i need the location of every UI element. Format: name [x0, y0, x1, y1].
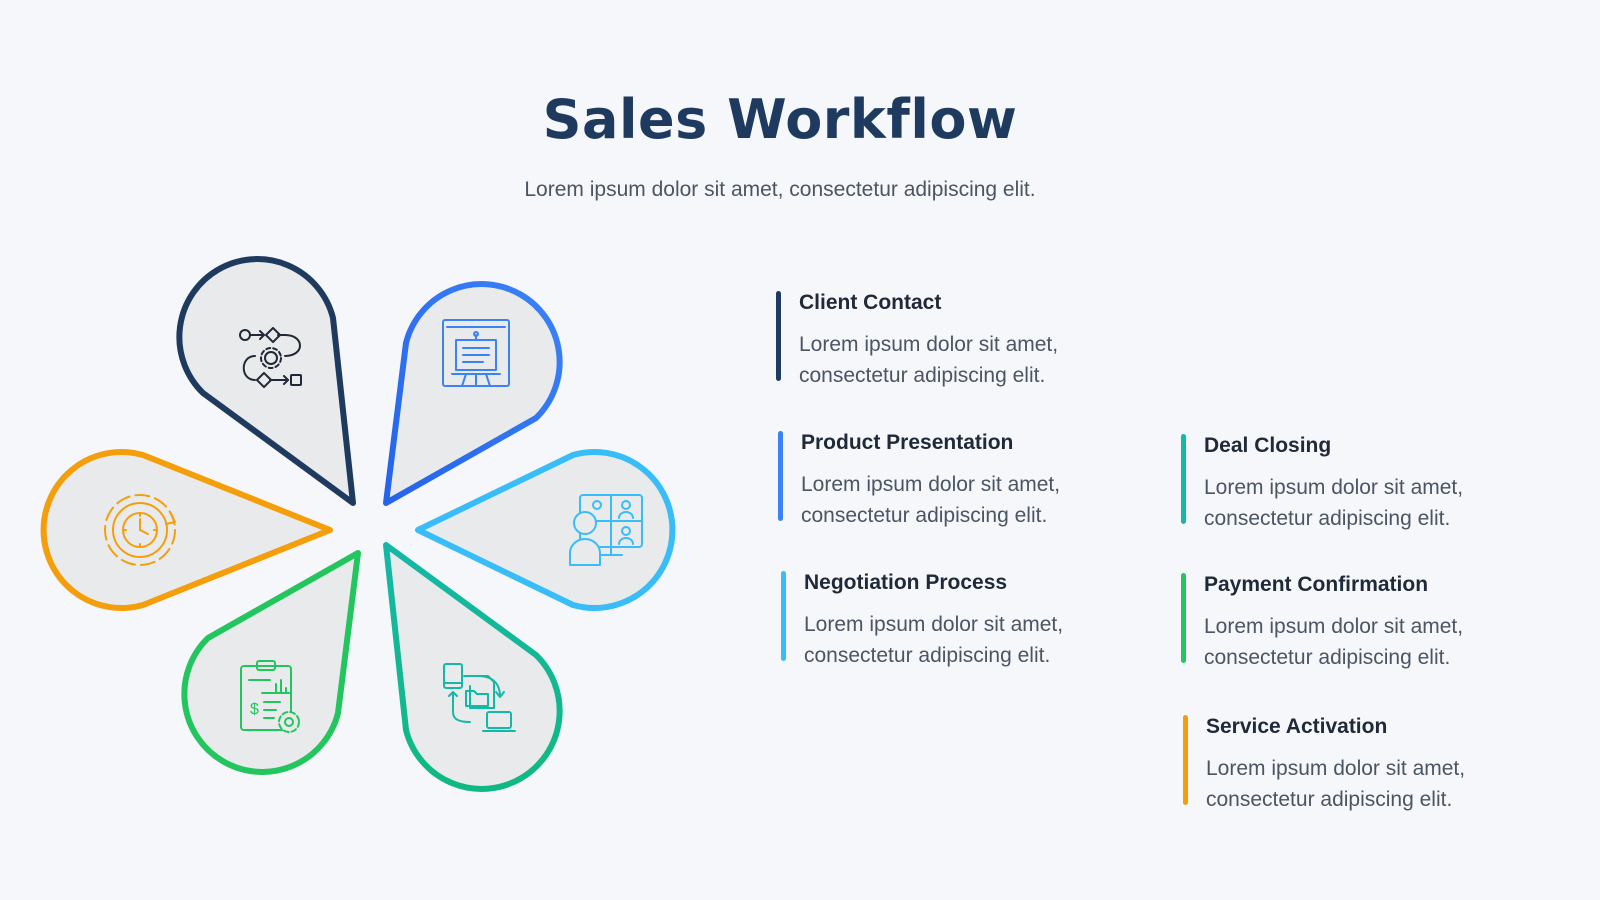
- petal-service-activation: [40, 449, 333, 611]
- svg-text:$: $: [250, 701, 259, 718]
- sales-workflow-flower-diagram: $: [40, 256, 676, 792]
- petal-shape: [415, 449, 676, 611]
- petal-shape: [176, 256, 356, 506]
- petal-negotiation-process: [415, 449, 676, 611]
- petal-client-contact: [176, 256, 356, 506]
- step-title: Negotiation Process: [804, 571, 1008, 594]
- petal-shape: [181, 550, 361, 775]
- step-description: Lorem ipsum dolor sit amet, consectetur …: [801, 473, 1061, 527]
- step-description: Lorem ipsum dolor sit amet, consectetur …: [1204, 615, 1464, 669]
- petal-shape: [383, 281, 563, 506]
- step-title: Client Contact: [799, 291, 942, 314]
- step-color-bar: [778, 431, 783, 521]
- step-title: Service Activation: [1206, 715, 1388, 738]
- step-description: Lorem ipsum dolor sit amet, consectetur …: [1204, 476, 1464, 530]
- invoice-gear-icon: $: [240, 660, 300, 733]
- petal-shape: [40, 449, 333, 611]
- video-meeting-icon: [569, 494, 643, 566]
- petal-payment-confirmation: $: [181, 550, 361, 775]
- gear-clock-icon: [104, 494, 176, 566]
- step-color-bar: [1183, 715, 1188, 805]
- step-title: Deal Closing: [1204, 434, 1332, 457]
- step-title: Payment Confirmation: [1204, 573, 1429, 596]
- step-description: Lorem ipsum dolor sit amet, consectetur …: [804, 613, 1064, 667]
- petal-shape: [383, 542, 563, 792]
- file-transfer-icon: [443, 663, 516, 732]
- petal-product-presentation: [383, 281, 563, 506]
- step-color-bar: [781, 571, 786, 661]
- step-description: Lorem ipsum dolor sit amet, consectetur …: [799, 333, 1059, 387]
- workflow-gear-icon: [239, 326, 302, 389]
- page-title: Sales Workflow: [542, 88, 1018, 151]
- petal-deal-closing: [383, 542, 563, 792]
- step-color-bar: [776, 291, 781, 381]
- step-color-bar: [1181, 434, 1186, 524]
- presentation-board-icon: [442, 319, 510, 387]
- step-color-bar: [1181, 573, 1186, 663]
- step-description: Lorem ipsum dolor sit amet, consectetur …: [1206, 757, 1466, 811]
- step-title: Product Presentation: [801, 431, 1014, 454]
- page-subtitle: Lorem ipsum dolor sit amet, consectetur …: [524, 178, 1036, 201]
